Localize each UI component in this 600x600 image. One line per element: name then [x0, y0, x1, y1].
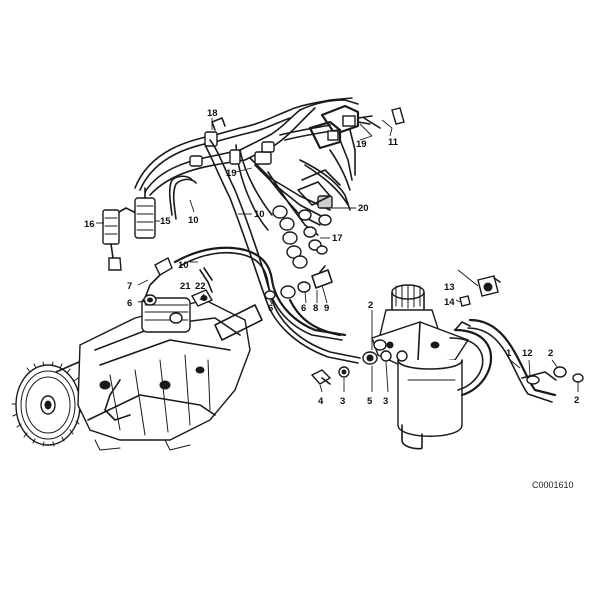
- injection-pump: [11, 297, 263, 451]
- callout-21: 21: [180, 281, 191, 292]
- callout-4: 4: [318, 396, 324, 407]
- callout-8: 8: [313, 303, 318, 314]
- callout-1: 1: [506, 348, 512, 359]
- callout-11: 11: [388, 137, 399, 148]
- callout-10: 10: [188, 215, 199, 226]
- callout-9: 9: [324, 303, 329, 314]
- banjo-fittings: [143, 257, 214, 307]
- callout-6: 6: [127, 298, 132, 309]
- callout-10: 10: [178, 260, 189, 271]
- callout-19: 19: [356, 139, 367, 150]
- injector-fittings: [272, 169, 341, 269]
- diagram-code: C0001610: [532, 480, 574, 490]
- callout-3: 3: [340, 396, 345, 407]
- callout-14: 14: [444, 297, 455, 308]
- callout-12: 12: [522, 348, 533, 359]
- hollow-bolt-washers: [310, 339, 408, 385]
- callout-10: 10: [254, 209, 265, 220]
- hose-bracket: [459, 275, 501, 307]
- callout-3: 3: [383, 396, 388, 407]
- line-clamps: [189, 117, 333, 209]
- bolt-washers-center: [264, 265, 342, 337]
- fuel-return-line: [168, 139, 361, 364]
- callout-2: 2: [548, 348, 553, 359]
- callout-5: 5: [367, 396, 373, 407]
- callout-2: 2: [574, 395, 579, 406]
- fuel-hoses: [449, 318, 584, 403]
- callout-7: 7: [127, 281, 132, 292]
- callout-labels: 18 19 19 11 20 17 16 15 10 10 10 7 6 21 …: [84, 108, 579, 407]
- callout-20: 20: [358, 203, 369, 214]
- callout-leaders: [96, 118, 579, 393]
- callout-2: 2: [368, 300, 373, 311]
- callout-16: 16: [84, 219, 95, 230]
- pump-drive-gear: [11, 354, 106, 447]
- callout-15: 15: [160, 216, 171, 227]
- fuel-filter: [371, 284, 470, 450]
- callout-19: 19: [226, 168, 237, 179]
- hose-piece: [363, 107, 405, 129]
- callout-18: 18: [207, 108, 218, 119]
- callout-13: 13: [444, 282, 455, 293]
- callout-17: 17: [332, 233, 343, 244]
- glow-plug-assembly: [102, 187, 156, 271]
- callout-22: 22: [195, 281, 206, 292]
- callout-6: 6: [301, 303, 306, 314]
- callout-6: 6: [268, 303, 273, 314]
